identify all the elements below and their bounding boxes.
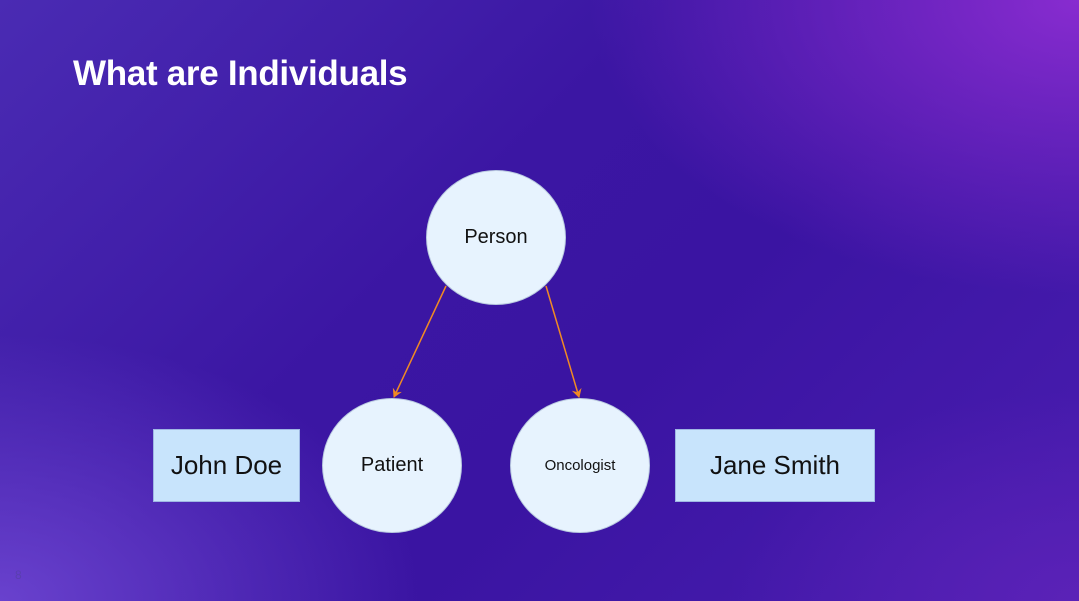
node-oncologist: Oncologist [510, 398, 650, 533]
individual-john-doe-label: John Doe [170, 450, 283, 480]
node-person: Person [426, 170, 566, 305]
slide-title: What are Individuals [73, 54, 408, 93]
edge-person-oncologist [545, 285, 582, 398]
individual-john-doe: John Doe [153, 429, 300, 502]
individual-jane-smith: Jane Smith [675, 429, 875, 502]
page-number: 8 [15, 568, 22, 582]
edge-person-patient [392, 285, 447, 398]
node-oncologist-label: Oncologist [544, 457, 616, 474]
node-patient: Patient [322, 398, 462, 533]
individual-jane-smith-label: Jane Smith [709, 450, 841, 480]
node-person-label: Person [464, 226, 528, 248]
node-patient-label: Patient [360, 454, 424, 476]
